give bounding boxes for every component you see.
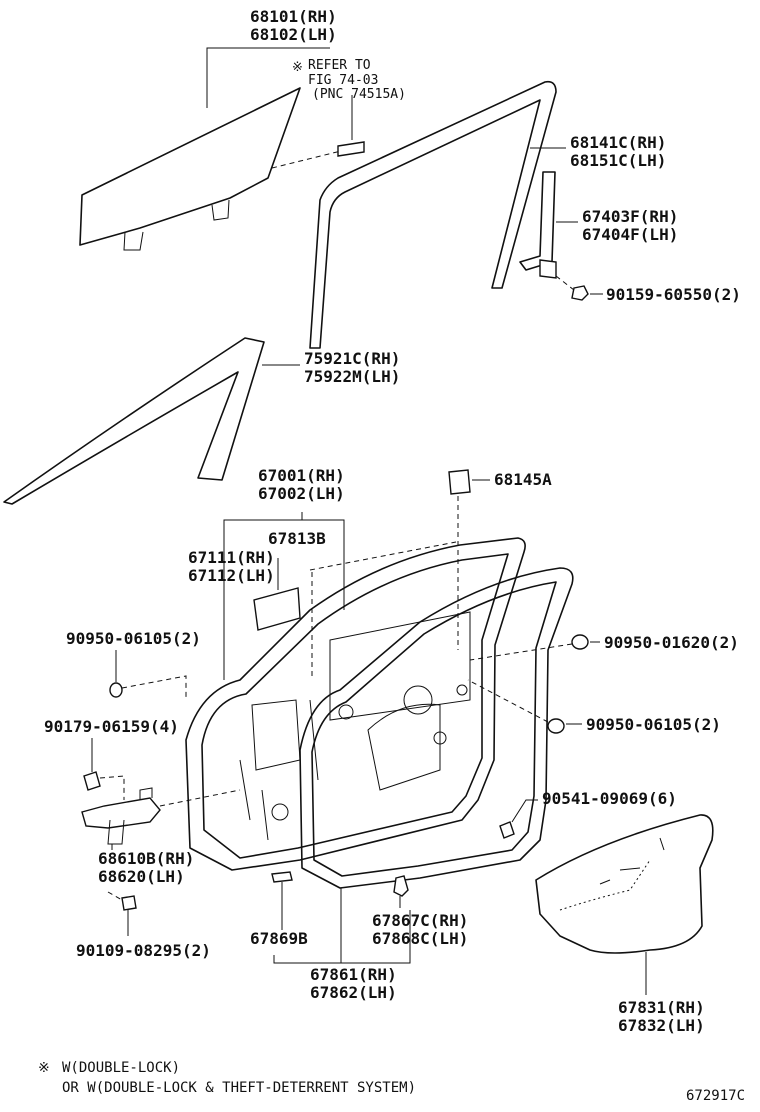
label-panel-lh: 67002(LH) bbox=[258, 484, 345, 503]
plug-left bbox=[109, 682, 123, 698]
screw-top bbox=[571, 285, 589, 301]
label-67869b: 67869B bbox=[250, 929, 308, 948]
label-plug-right: 90950-06105(2) bbox=[586, 715, 721, 734]
label-wst-rh: 67867C(RH) bbox=[372, 911, 468, 930]
leader-clip-right bbox=[511, 799, 538, 823]
bolt-90179 bbox=[83, 760, 101, 791]
label-plug-right-top: 90950-01620(2) bbox=[604, 633, 739, 652]
label-run-rh: 68141C(RH) bbox=[570, 133, 666, 152]
leader-plug-left-dashed bbox=[121, 675, 187, 700]
label-refer-line2: FIG 74-03 bbox=[308, 73, 378, 88]
door-glass bbox=[79, 87, 301, 251]
footnote-line1: W(DOUBLE-LOCK) bbox=[62, 1060, 180, 1076]
door-panel bbox=[185, 537, 526, 871]
label-seal-lh: 67862(LH) bbox=[310, 983, 397, 1002]
label-moulding-lh: 75922M(LH) bbox=[304, 367, 400, 386]
label-cover-rh: 67831(RH) bbox=[618, 998, 705, 1017]
plug-right-top bbox=[571, 634, 589, 650]
leader-plug-right-top-dashed bbox=[469, 643, 573, 661]
clip-90541 bbox=[499, 821, 515, 839]
leader-glass-dashed bbox=[271, 149, 346, 169]
label-refer-line1: REFER TO bbox=[308, 58, 371, 73]
small-panel-67111 bbox=[253, 587, 301, 631]
label-cover-lh: 67832(LH) bbox=[618, 1016, 705, 1035]
figure-id: 672917C bbox=[686, 1088, 745, 1104]
label-hinge-rh: 68610B(RH) bbox=[98, 849, 194, 868]
label-67111: 67111(RH) bbox=[188, 548, 275, 567]
label-panel-rh: 67001(RH) bbox=[258, 466, 345, 485]
label-plug-left: 90950-06105(2) bbox=[66, 629, 201, 648]
refer-mark: ※ bbox=[292, 60, 303, 75]
leader-bolt-left-dashed bbox=[99, 775, 125, 800]
label-frame-lh: 67404F(LH) bbox=[582, 225, 678, 244]
clip-67869b bbox=[271, 871, 293, 883]
label-refer-line3: (PNC 74515A) bbox=[312, 87, 406, 102]
glass-run bbox=[309, 80, 557, 349]
label-67813b: 67813B bbox=[268, 529, 326, 548]
leader-panel-left bbox=[223, 512, 303, 680]
label-clip-right: 90541-09069(6) bbox=[542, 789, 677, 808]
door-weatherstrip bbox=[299, 567, 574, 889]
leader-panel-right bbox=[302, 519, 345, 610]
leader-seal-bracket bbox=[273, 910, 411, 964]
front-moulding bbox=[3, 337, 265, 505]
label-bolt-bottom: 90109-08295(2) bbox=[76, 941, 211, 960]
label-wst-lh: 67868C(LH) bbox=[372, 929, 468, 948]
footnote-line2: OR W(DOUBLE-LOCK & THEFT-DETERRENT SYSTE… bbox=[62, 1080, 416, 1096]
door-hinge bbox=[81, 787, 161, 845]
label-bolt-left: 90179-06159(4) bbox=[44, 717, 179, 736]
label-glass-lh: 68102(LH) bbox=[250, 25, 337, 44]
label-67112: 67112(LH) bbox=[188, 566, 275, 585]
clip-67867c bbox=[393, 875, 409, 897]
label-frame-rh: 67403F(RH) bbox=[582, 207, 678, 226]
label-seal-rh: 67861(RH) bbox=[310, 965, 397, 984]
label-pad: 68145A bbox=[494, 470, 552, 489]
leader-bolt-bottom-dashed bbox=[107, 891, 123, 901]
leader-panel-dashed bbox=[309, 541, 457, 680]
label-screw-top: 90159-60550(2) bbox=[606, 285, 741, 304]
label-moulding-rh: 75921C(RH) bbox=[304, 349, 400, 368]
pad-68145a bbox=[448, 469, 471, 495]
label-hinge-lh: 68620(LH) bbox=[98, 867, 185, 886]
label-glass-rh: 68101(RH) bbox=[250, 7, 337, 26]
plug-right bbox=[547, 718, 565, 734]
glass-channel-piece bbox=[337, 141, 365, 157]
leader-glass bbox=[206, 47, 330, 108]
footnote-mark: ※ bbox=[38, 1060, 50, 1076]
label-run-lh: 68151C(LH) bbox=[570, 151, 666, 170]
bolt-90109 bbox=[121, 895, 137, 911]
leader-screw-dashed bbox=[555, 275, 575, 291]
service-hole-cover bbox=[535, 814, 714, 954]
leader-hinge-dashed bbox=[159, 789, 241, 807]
rear-lower-frame bbox=[519, 171, 557, 279]
leader-plug-right-dashed bbox=[467, 679, 549, 723]
